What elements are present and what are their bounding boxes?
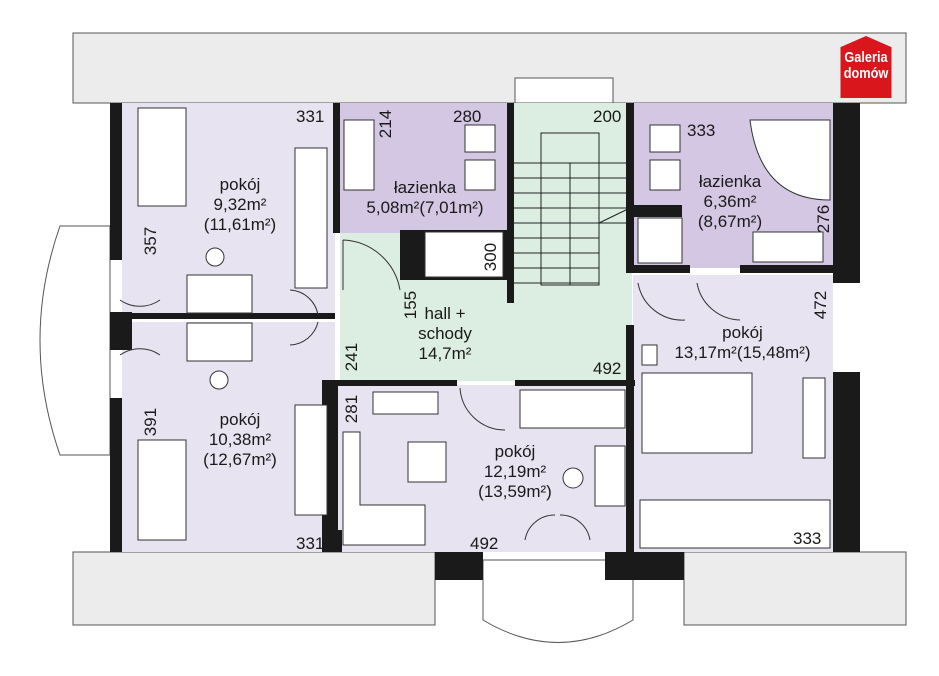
bed-double [641,372,753,454]
room-name: pokój [722,323,763,342]
sink [464,124,496,153]
room-area: 12,19m² [483,462,547,481]
stairs [513,132,631,286]
room-area: 9,32m² [213,195,267,214]
room-name: pokój [219,410,261,429]
room-label-pokoj-2: pokój 10,38m² (12,67m²) [185,410,295,470]
dimension-label: 331 [296,107,325,126]
bay-window-left [39,225,111,456]
bathtub [424,231,504,278]
shower [637,217,683,264]
wardrobe [639,499,831,549]
dimension-label: 333 [687,121,716,140]
tv-cabinet [372,391,439,415]
dimension-label: 357 [141,226,161,256]
room-area: 5,08m²(7,01m²) [366,198,484,217]
nightstand [641,344,658,366]
room-label-lazienka-1: łazienka 5,08m²(7,01m²) [340,178,510,218]
toilet [649,159,681,191]
dimension-label: 472 [811,290,831,320]
corner-bathtub [749,119,831,201]
table [562,467,584,489]
room-name: pokój [494,442,536,461]
room-name: łazienka [698,172,762,191]
dimension-label: 331 [296,534,325,553]
wardrobe [294,404,328,516]
sink [343,119,375,191]
dresser [594,445,626,507]
roof-bottom-right [683,551,907,626]
desk [186,274,253,314]
dimension-label: 333 [793,529,822,548]
desk [186,322,253,362]
room-area: 6,36m² [703,192,757,211]
room-label-pokoj-1: pokój 9,32m² (11,61m²) [185,175,295,235]
bed [137,439,187,541]
wardrobe [294,147,328,289]
room-gross-area: (8,67m²) [697,212,763,231]
galeria-domow-logo: Galeria domów [840,36,892,98]
room-label-lazienka-2: łazienka 6,36m² (8,67m²) [680,172,780,232]
dimension-label: 300 [481,242,501,272]
toilet [464,159,496,191]
doors [119,239,741,541]
room-area: 14,7m² [418,344,472,363]
dimension-label: 276 [814,204,834,234]
room-name: hall + [424,304,466,323]
shelf [519,389,626,429]
room-label-hall: hall + schody 14,7m² [390,304,500,364]
furniture [137,107,831,549]
dimension-label: 281 [342,394,362,424]
double-sink [752,231,824,263]
room-label-pokoj-3: pokój 13,17m²(15,48m²) [655,323,830,363]
room-gross-area: (13,59m²) [478,482,552,501]
room-name: pokój [219,175,261,194]
dimension-label: 155 [401,290,421,320]
dimension-label: 241 [342,342,362,372]
bed [137,107,187,207]
bay-window-bottom [482,559,634,643]
room-area: 10,38m² [208,430,272,449]
chair [209,370,229,390]
dimension-label: 200 [593,107,622,126]
corner-sofa [342,431,426,546]
room-name: łazienka [393,178,457,197]
roof-top [72,32,907,104]
room-name-2: schody [418,324,472,343]
roof-bottom-left [72,551,436,626]
room-area: 13,17m²(15,48m²) [674,343,811,362]
armchair [407,441,447,483]
sink [649,124,681,153]
dimension-label: 492 [593,359,622,378]
chair [205,247,225,267]
room-gross-area: (12,67m²) [203,450,277,469]
roof-window-gap [514,77,614,104]
dimension-label: 391 [141,407,161,437]
dimension-label: 280 [453,107,482,126]
dimension-label: 492 [470,534,499,553]
room-gross-area: (11,61m²) [203,215,277,234]
room-label-pokoj-4: pokój 12,19m² (13,59m²) [460,442,570,502]
dimension-label: 214 [376,109,396,139]
tv [802,377,826,459]
logo-line-1: Galeria [844,49,888,66]
logo-line-2: domów [843,65,889,82]
